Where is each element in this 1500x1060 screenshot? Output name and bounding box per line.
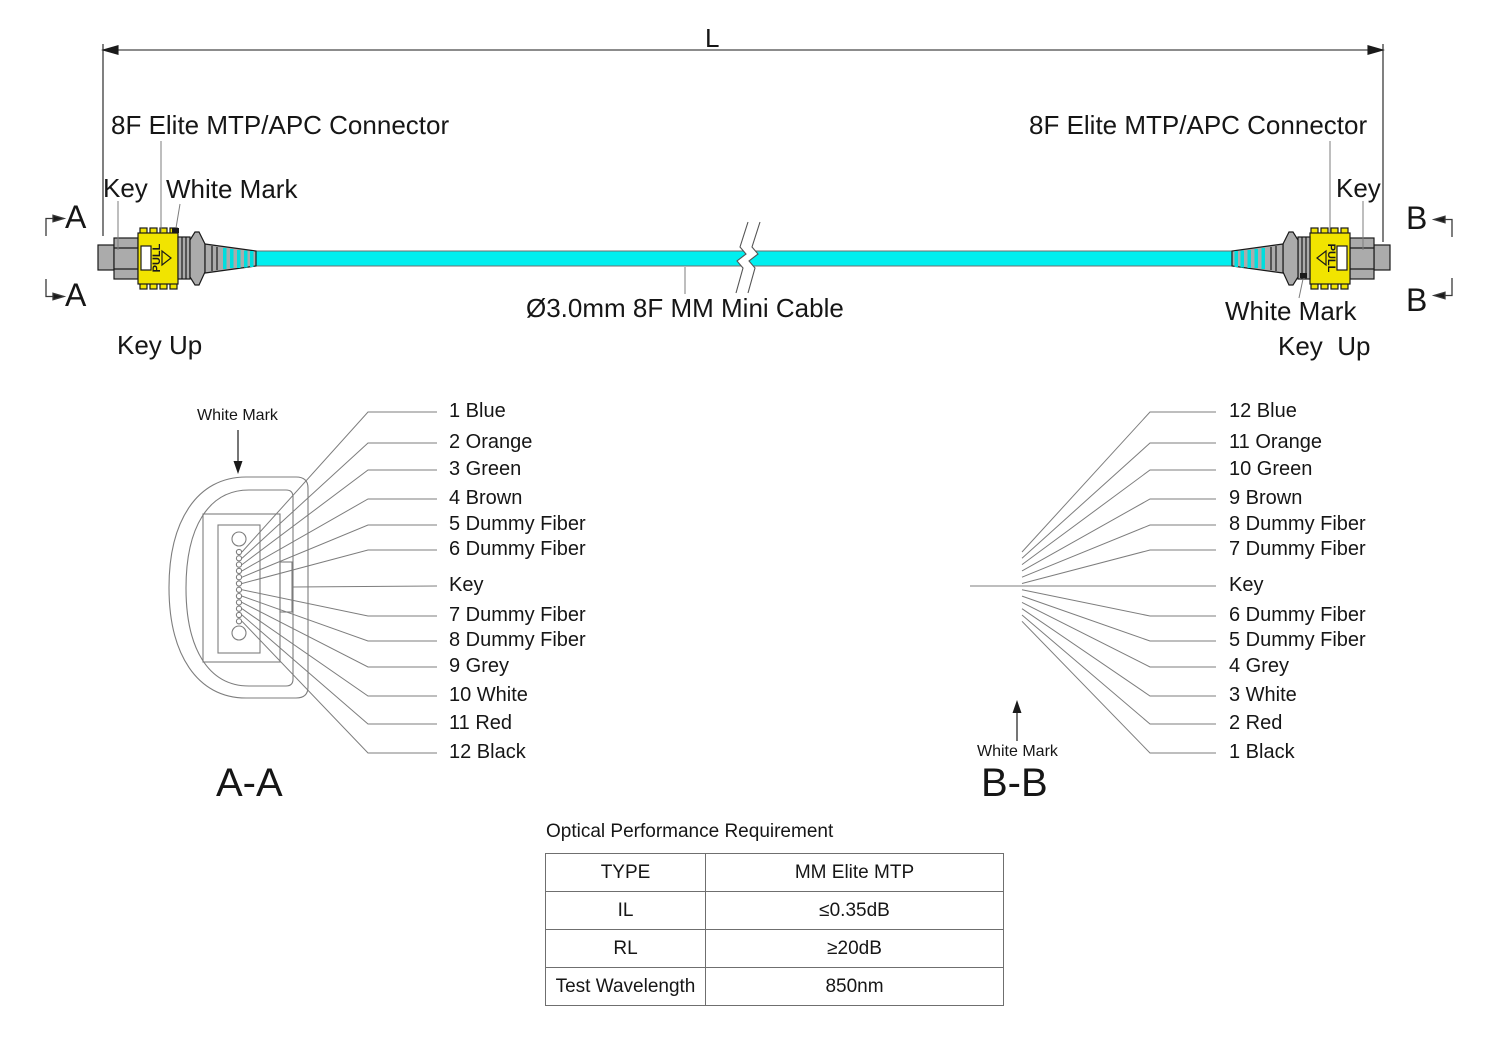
left-connector [97,227,257,290]
right-connector [1231,227,1391,290]
pin-label: Key [1229,574,1264,596]
section-letter-a-top: A [65,199,87,235]
cable-label: Ø3.0mm 8F MM Mini Cable [526,293,844,323]
pin-label: 8 Dummy Fiber [1229,513,1366,535]
pin-label: 7 Dummy Fiber [449,604,586,626]
pin-label: 5 Dummy Fiber [1229,629,1366,651]
left-connector-label: 8F Elite MTP/APC Connector [111,110,450,140]
right-white-mark-label: White Mark [1225,296,1357,326]
section-letter-b-top: B [1406,200,1428,236]
pin-label: Key [449,574,484,596]
pin-label: 9 Grey [449,655,510,677]
pull-text-right: PULL [1325,244,1337,273]
right-connector-label: 8F Elite MTP/APC Connector [1029,110,1368,140]
face-b-view [970,411,1216,754]
pin-label: 12 Blue [1229,400,1297,422]
pin-label: 3 Green [449,458,522,480]
pin-label: 7 Dummy Fiber [1229,538,1366,560]
pin-label: 11 Red [449,712,513,734]
white-mark-dot-left [172,228,179,233]
face-b-white-mark-label: White Mark [977,743,1058,760]
table-cell-value: 850nm [705,967,1004,1006]
pin-label: 1 Blue [449,400,506,422]
white-mark-dot-right [1300,273,1307,278]
face-b-title: B-B [981,761,1048,805]
pin-label: 10 Green [1229,458,1313,480]
left-white-mark-label: White Mark [166,174,298,204]
table-cell-param: RL [545,929,706,968]
pin-label: 4 Brown [449,487,523,509]
table-cell-param: TYPE [545,853,706,892]
pin-label: 11 Orange [1229,431,1323,453]
section-arrow-a-bottom [52,292,67,301]
table-cell-param: Test Wavelength [545,967,706,1006]
face-a-view [168,411,438,754]
pin-label: 9 Brown [1229,487,1303,509]
table-cell-value: MM Elite MTP [705,853,1004,892]
right-key-up-label: Key Up [1278,331,1371,361]
pull-text-left: PULL [151,243,163,272]
fan-lines-b [970,411,1216,754]
fan-lines-a [241,411,438,754]
pin-label: 6 Dummy Fiber [449,538,586,560]
right-key-label: Key [1336,173,1381,203]
table-cell-value: ≤0.35dB [705,891,1004,930]
pin-label: 4 Grey [1229,655,1290,677]
table-row: IL ≤0.35dB [545,891,1004,930]
section-arrow-b-top [1431,215,1446,224]
section-arrow-b-bottom [1431,291,1446,300]
pin-label: 5 Dummy Fiber [449,513,586,535]
dimension-label: L [705,23,720,53]
section-letter-b-bottom: B [1406,282,1428,318]
pin-label: 2 Orange [449,431,533,453]
face-a-white-mark-label: White Mark [197,407,278,424]
left-key-label: Key [103,173,148,203]
pin-label: 8 Dummy Fiber [449,629,586,651]
table-row: Test Wavelength 850nm [545,967,1004,1006]
table-cell-value: ≥20dB [705,929,1004,968]
pin-label: 6 Dummy Fiber [1229,604,1366,626]
pin-label: 3 White [1229,684,1297,706]
cable-break-icon [735,221,761,294]
left-key-up-label: Key Up [117,330,203,360]
table-title: Optical Performance Requirement [546,821,834,842]
pin-label: 10 White [449,684,528,706]
dim-arrow-left [101,44,119,56]
section-letter-a-bottom: A [65,277,87,313]
optical-performance-table: TYPE MM Elite MTP IL ≤0.35dB RL ≥20dB Te… [545,853,1004,1006]
dimension-line-L [101,44,1385,242]
face-a-title: A-A [216,761,283,805]
pin-label: 1 Black [1229,741,1295,763]
pin-label: 2 Red [1229,712,1283,734]
pin-label: 12 Black [449,741,526,763]
section-markers [45,214,1453,301]
white-mark-arrow-a [233,461,243,474]
label-leaders [117,141,1364,299]
dim-arrow-right [1367,44,1385,56]
white-mark-arrow-b [1012,700,1022,713]
table-row: TYPE MM Elite MTP [545,853,1004,892]
section-arrow-a-top [52,214,67,223]
table-cell-param: IL [545,891,706,930]
table-row: RL ≥20dB [545,929,1004,968]
